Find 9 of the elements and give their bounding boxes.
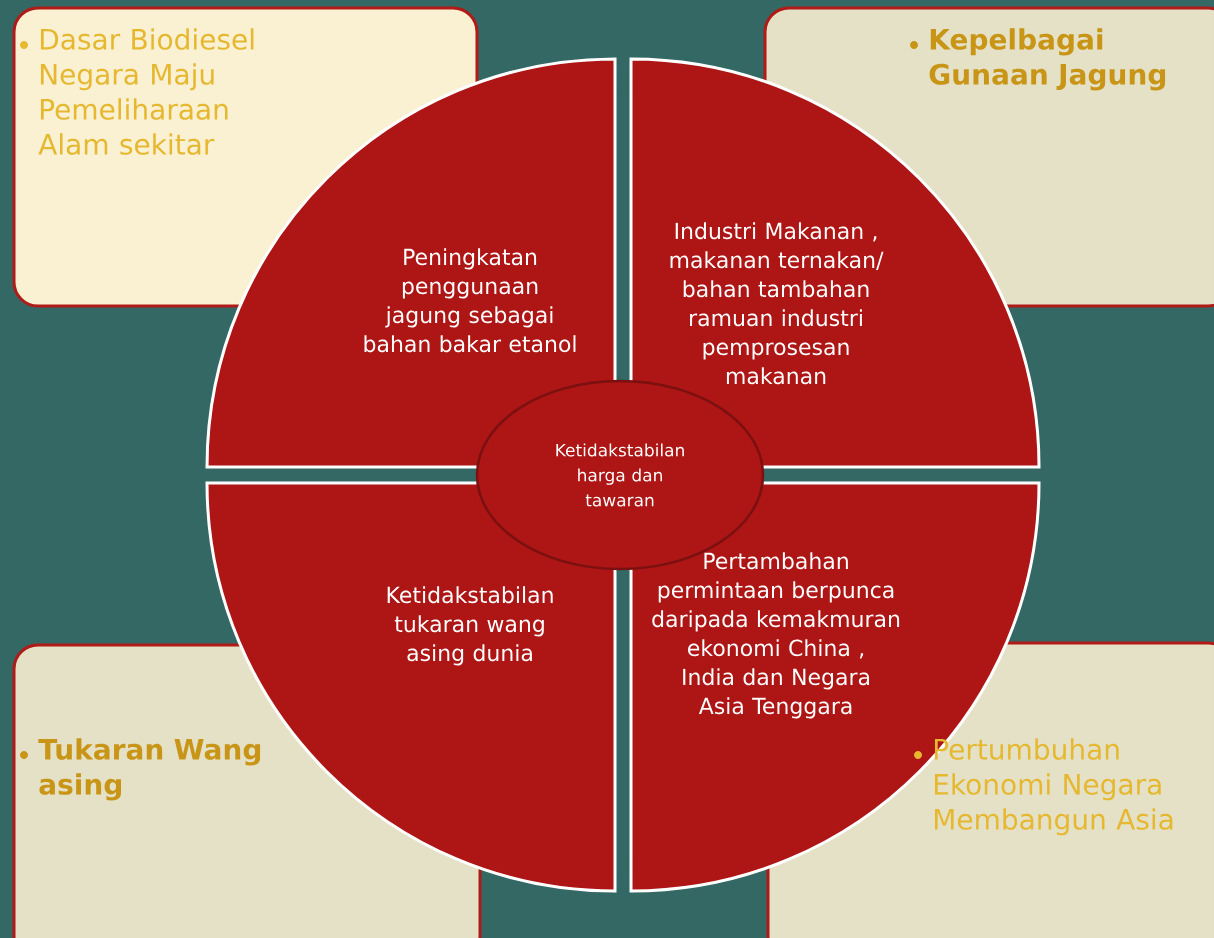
card-text: Kepelbagai Gunaan Jagung: [929, 28, 1166, 91]
quadrant-text: Industri Makanan , makanan ternakan/ bahan tambahan ramuan industri pemprosesan makanan: [670, 222, 884, 385]
ellipse-text: Ketidakstabilan harga dan tawaran: [556, 443, 684, 507]
card-text: Pertumbuhan Ekonomi Negara Membangun Asia: [934, 738, 1173, 836]
card-text: Dasar Biodiesel Negara Maju Pemeliharaan Alam sekitar: [38, 28, 254, 155]
quadrant-text: Peningkatan penggunaan jagung sebagai bahan bakar etanol: [364, 248, 576, 353]
quadrant-text: Pertambahan permintaan berpunca daripada kemakmuran ekonomi China , India dan Negara Asia Tenggara: [652, 552, 900, 719]
quadrant-text: Ketidakstabilan tukaran wang asing dunia: [387, 586, 553, 666]
card-text: Tukaran Wang asing: [38, 738, 261, 801]
